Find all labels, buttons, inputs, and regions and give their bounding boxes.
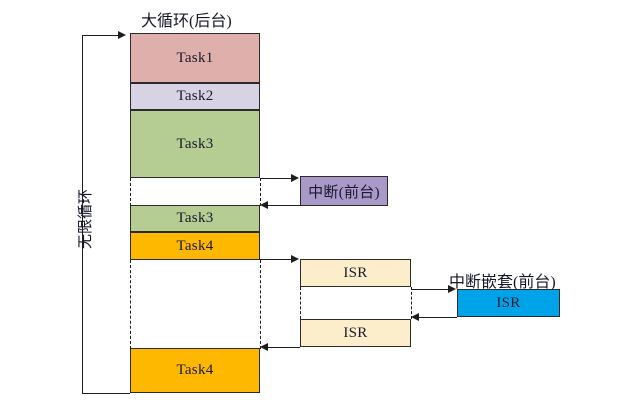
isr-column-dash-right: [411, 287, 412, 319]
loop-arrow-left-segment: [82, 35, 83, 393]
arrow-from-isr-line: [268, 347, 300, 348]
task-block-task4-first: Task4: [130, 232, 260, 260]
arrow-to-interrupt-line: [260, 178, 292, 179]
task-block-task3-second: Task3: [130, 205, 260, 232]
main-column-dash-right-lower: [260, 260, 261, 349]
isr-block-lower: ISR: [300, 319, 411, 347]
loop-arrow-top-segment: [82, 35, 120, 36]
title-nested-interrupt: 中断嵌套(前台): [449, 274, 556, 291]
arrow-to-isr-head-icon: [291, 254, 299, 263]
task-block-task1: Task1: [130, 33, 260, 83]
isr-block-upper: ISR: [300, 259, 411, 287]
nested-isr-block: ISR: [457, 289, 560, 317]
arrow-to-isr-line: [260, 259, 292, 260]
main-column-dash-left-upper: [130, 178, 131, 206]
arrow-to-interrupt-head-icon: [291, 173, 299, 182]
arrow-from-nested-line: [419, 317, 457, 318]
title-main-loop: 大循环(后台): [141, 13, 232, 30]
arrow-from-isr-head-icon: [260, 342, 268, 351]
loop-label: 无限循环: [78, 188, 94, 249]
loop-arrow-head-icon: [118, 30, 126, 39]
arrow-from-nested-head-icon: [411, 312, 419, 321]
arrow-from-interrupt-head-icon: [260, 200, 268, 209]
arrow-from-interrupt-line: [268, 205, 300, 206]
arrow-to-nested-head-icon: [448, 284, 456, 293]
loop-arrow-bottom-segment: [82, 393, 130, 394]
task-block-task3-first: Task3: [130, 110, 260, 178]
isr-column-dash-left: [300, 287, 301, 319]
task-block-task2: Task2: [130, 83, 260, 110]
main-column-dash-left-lower: [130, 260, 131, 349]
main-column-dash-right-upper: [260, 178, 261, 206]
interrupt-block: 中断(前台): [300, 176, 388, 206]
arrow-to-nested-line: [411, 289, 449, 290]
task-block-task4-second: Task4: [130, 348, 260, 393]
